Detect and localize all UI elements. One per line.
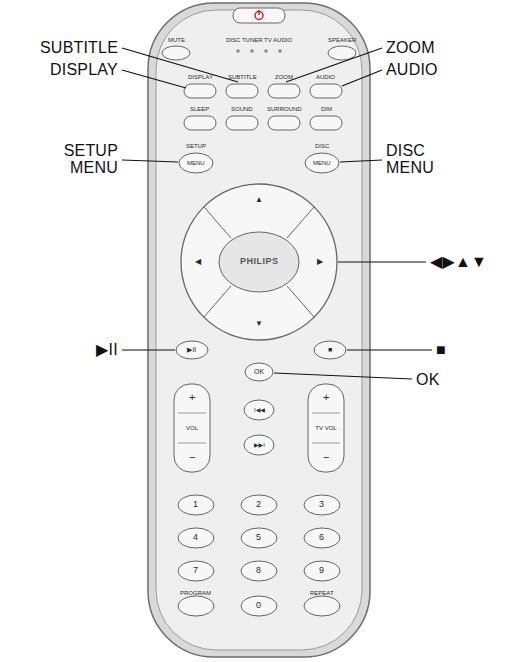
ok-button — [245, 363, 273, 381]
button-label: ▶▶I — [254, 442, 265, 448]
callout-label: SUBTITLE — [40, 40, 118, 57]
number-keys — [178, 495, 340, 616]
remote-face — [156, 10, 362, 650]
button-label: AUDIO — [316, 74, 335, 80]
button-label: DISC — [315, 143, 329, 149]
number-key: 7 — [193, 566, 198, 575]
button-label: − — [323, 452, 329, 464]
callout-label: DISC MENU — [386, 143, 448, 177]
callout-label: AUDIO — [386, 62, 438, 79]
next-button — [244, 435, 274, 455]
number-key: 2 — [256, 500, 261, 509]
play-button — [176, 341, 208, 359]
callout-label: DISPLAY — [50, 62, 118, 79]
power-button — [233, 8, 285, 23]
button-label: MENU — [313, 160, 331, 166]
vol-rocker — [174, 384, 210, 472]
callout-label: ■ — [436, 342, 446, 359]
nav-pad — [181, 184, 337, 340]
source-dots — [236, 49, 282, 53]
number-key: 0 — [256, 601, 261, 610]
button-label: DIM — [321, 106, 332, 112]
callout-label: OK — [416, 372, 440, 389]
button-label: SLEEP — [190, 106, 209, 112]
button-label: MUTE — [168, 37, 185, 43]
button-label: SOUND — [231, 106, 253, 112]
stop-button — [314, 341, 346, 359]
button-label: + — [189, 392, 195, 404]
nav-arrow: ◀ — [195, 258, 201, 266]
button-label: SURROUND — [267, 106, 302, 112]
number-key: 8 — [256, 566, 261, 575]
button-label: PROGRAM — [180, 590, 211, 596]
button-label: I◀◀ — [254, 407, 265, 413]
button-label: TV VOL — [315, 425, 337, 431]
button-label: DISPLAY — [188, 74, 213, 80]
nav-center — [219, 232, 299, 292]
number-key: 6 — [319, 533, 324, 542]
button-label: OK — [254, 368, 264, 375]
nav-arrow: ▼ — [255, 320, 263, 328]
number-key: 9 — [319, 566, 324, 575]
number-key: 1 — [193, 500, 198, 509]
leader-lines — [122, 48, 432, 379]
remote-body — [148, 3, 370, 657]
brand-logo: PHILIPS — [240, 257, 279, 266]
callout-label: ZOOM — [386, 40, 435, 57]
callout-label: ◀▶▲▼ — [430, 254, 487, 271]
button-label: REPEAT — [310, 590, 334, 596]
tv-vol-rocker — [308, 384, 344, 472]
nav-dividers — [204, 207, 314, 317]
button-label: SETUP — [186, 143, 206, 149]
button-label: VOL — [186, 425, 198, 431]
button-label: SUBTITLE — [228, 74, 257, 80]
function-buttons — [184, 84, 342, 130]
speaker-button — [328, 46, 356, 60]
button-label: ZOOM — [275, 74, 293, 80]
number-key: 5 — [256, 533, 261, 542]
button-label: MENU — [187, 160, 205, 166]
button-label: SPEAKER — [328, 37, 356, 43]
button-label: ▶II — [187, 346, 196, 353]
prev-button — [244, 400, 274, 420]
number-key: 4 — [193, 533, 198, 542]
button-label: − — [189, 452, 195, 464]
callout-label: ▶II — [96, 342, 118, 359]
button-label: + — [323, 392, 329, 404]
button-label: DISC TUNER TV AUDIO — [226, 37, 292, 43]
number-key: 3 — [319, 500, 324, 509]
nav-arrow: ▲ — [255, 196, 263, 204]
setup-menu-button — [179, 153, 213, 173]
disc-menu-button — [305, 153, 339, 173]
callout-label: SETUP MENU — [56, 143, 118, 177]
button-label: ■ — [328, 346, 332, 353]
mute-button — [162, 46, 190, 60]
nav-arrow: ▶ — [317, 258, 323, 266]
